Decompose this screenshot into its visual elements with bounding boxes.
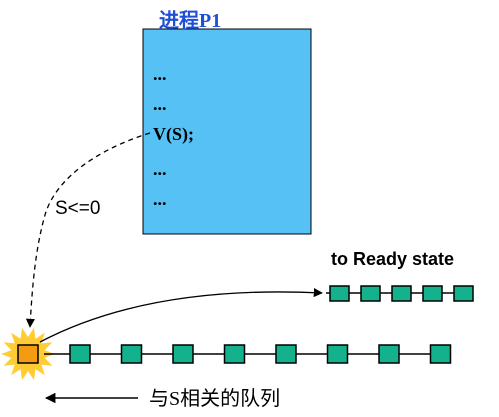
code-line-4: ... [153, 159, 167, 179]
queue-label: 与S相关的队列 [149, 388, 281, 410]
ready-state-label: to Ready state [331, 249, 455, 269]
code-line-2: ... [153, 94, 167, 114]
condition-label: S<=0 [55, 198, 101, 219]
selected-node [17, 344, 39, 364]
waiting-queue-node [378, 344, 400, 364]
waiting-queue-node [223, 344, 246, 364]
ready-transition-arrow [39, 288, 323, 343]
ready-queue-node [453, 285, 474, 302]
ready-queue-node [422, 285, 443, 302]
dashed-transition-arrow [25, 132, 151, 328]
process-box [142, 28, 312, 235]
waiting-queue-node [275, 344, 297, 364]
process-title: 进程P1 [159, 10, 222, 32]
ready-queue-nodes [329, 285, 474, 302]
ready-queue-node [329, 285, 350, 302]
code-line-1: ... [153, 64, 167, 84]
code-line-3: V(S); [153, 124, 194, 144]
ready-queue-node [360, 285, 381, 302]
waiting-queue-node [172, 344, 194, 364]
waiting-queue-node [429, 344, 452, 364]
code-line-5: ... [153, 189, 167, 209]
waiting-queue-node [120, 344, 143, 364]
ready-queue-node [391, 285, 412, 302]
waiting-queue-node [69, 344, 91, 364]
waiting-queue-nodes [69, 344, 452, 364]
waiting-queue-node [326, 344, 349, 364]
